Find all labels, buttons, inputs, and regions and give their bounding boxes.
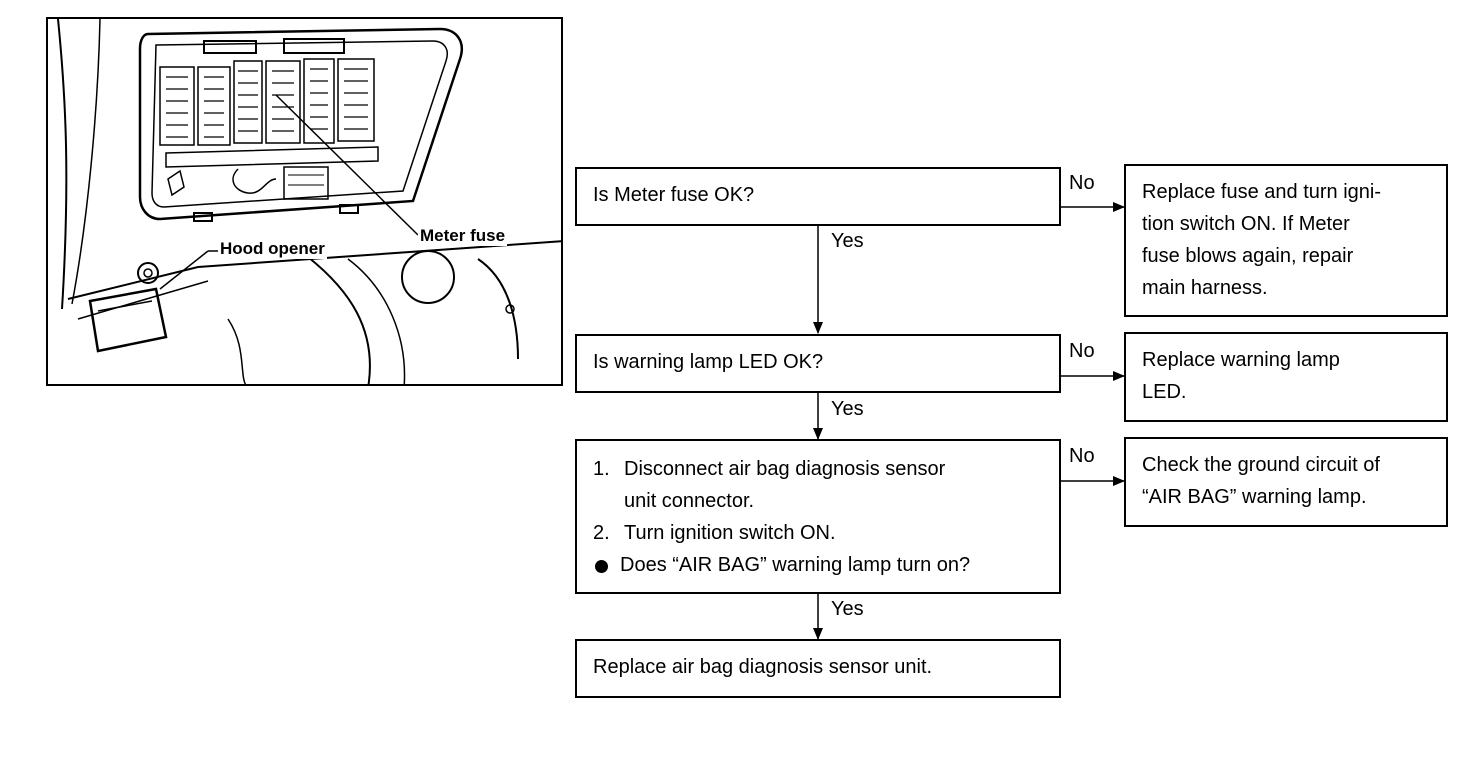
yes-label-2: Yes bbox=[831, 398, 864, 420]
step-question-line-1: Does “AIR BAG” warning lamp turn on? bbox=[620, 554, 971, 576]
fuse-box-illustration: Hood opener Meter fuse bbox=[46, 17, 563, 386]
dashboard-fuse-box-drawing bbox=[57, 19, 561, 384]
result-replace-led-line-2: LED. bbox=[1142, 381, 1187, 403]
step-1-line-1: Disconnect air bag diagnosis sensor bbox=[624, 458, 946, 480]
final-replace-sensor-text: Replace air bag diagnosis sensor unit. bbox=[593, 656, 933, 678]
question-warning-lamp-led-box: Is warning lamp LED OK? bbox=[575, 334, 1061, 393]
no-label-2: No bbox=[1069, 340, 1095, 362]
result-replace-fuse-line-1: Replace fuse and turn igni- bbox=[1142, 181, 1382, 203]
no-label-1: No bbox=[1069, 172, 1095, 194]
step-question: Does “AIR BAG” warning lamp turn on? bbox=[593, 549, 1043, 581]
result-replace-led-box: Replace warning lamp LED. bbox=[1124, 332, 1448, 422]
hood-opener-callout: Hood opener bbox=[218, 239, 327, 259]
result-check-ground-box: Check the ground circuit of “AIR BAG” wa… bbox=[1124, 437, 1448, 527]
question-meter-fuse-box: Is Meter fuse OK? bbox=[575, 167, 1061, 226]
result-check-ground-line-1: Check the ground circuit of bbox=[1142, 454, 1380, 476]
question-meter-fuse-text: Is Meter fuse OK? bbox=[593, 184, 755, 206]
result-check-ground-line-2: “AIR BAG” warning lamp. bbox=[1142, 486, 1367, 508]
result-replace-fuse-line-3: fuse blows again, repair bbox=[1142, 245, 1354, 267]
result-replace-fuse-line-2: tion switch ON. If Meter bbox=[1142, 213, 1350, 235]
no-label-3: No bbox=[1069, 445, 1095, 467]
question-air-bag-lamp-box: 1. Disconnect air bag diagnosis sensor u… bbox=[575, 439, 1061, 594]
result-replace-fuse-box: Replace fuse and turn igni- tion switch … bbox=[1124, 164, 1448, 317]
step-2-line-1: Turn ignition switch ON. bbox=[624, 522, 836, 544]
result-replace-fuse-line-4: main harness. bbox=[1142, 277, 1268, 299]
yes-label-1: Yes bbox=[831, 230, 864, 252]
step-1-marker: 1. bbox=[593, 458, 610, 480]
bullet-icon bbox=[595, 560, 608, 573]
meter-fuse-callout: Meter fuse bbox=[418, 226, 508, 246]
step-1: 1. Disconnect air bag diagnosis sensor u… bbox=[593, 453, 1043, 517]
result-replace-led-line-1: Replace warning lamp bbox=[1142, 349, 1340, 371]
step-2: 2. Turn ignition switch ON. bbox=[593, 517, 1043, 549]
step-1-line-2: unit connector. bbox=[624, 490, 755, 512]
final-replace-sensor-box: Replace air bag diagnosis sensor unit. bbox=[575, 639, 1061, 698]
question-warning-lamp-led-text: Is warning lamp LED OK? bbox=[593, 351, 824, 373]
step-2-marker: 2. bbox=[593, 522, 610, 544]
air-bag-check-steps: 1. Disconnect air bag diagnosis sensor u… bbox=[577, 441, 1059, 593]
yes-label-3: Yes bbox=[831, 598, 864, 620]
